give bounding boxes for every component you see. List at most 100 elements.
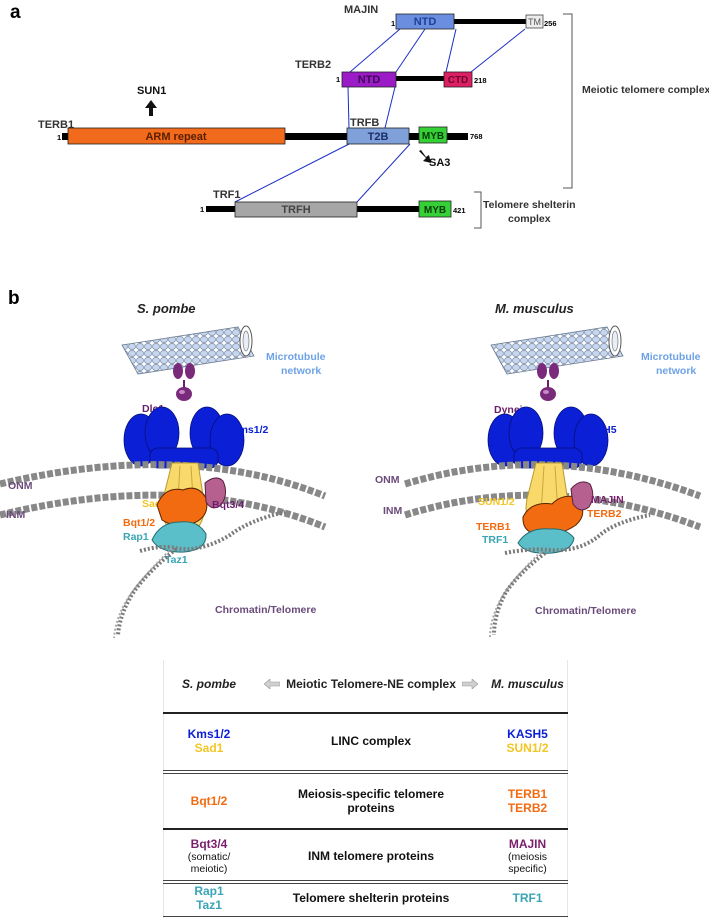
- kms-label: Kms1/2: [231, 424, 269, 436]
- down-arrow-icon: [419, 150, 431, 163]
- interaction-connectors: [234, 28, 526, 203]
- shelterin-bracket-label: Telomere shelterin complex: [483, 199, 579, 225]
- spombe-diagram: S. pombe Microtubule network Dlc1 Kms1/2: [0, 301, 328, 639]
- majin-label: MAJIN: [591, 494, 624, 506]
- table-divider: [163, 883, 568, 884]
- onm-right-label: ONM: [375, 474, 400, 486]
- taz1-label: Taz1: [165, 554, 188, 566]
- trf1-end: 421: [453, 206, 466, 215]
- terb2-start: 1: [336, 75, 340, 84]
- table-divider: [163, 712, 568, 714]
- row-meiosis-left: Bqt1/2: [163, 777, 255, 825]
- up-arrow-icon: [145, 100, 157, 116]
- row-linc-right: KASH5 SUN1/2: [487, 717, 568, 765]
- microtubule-right-label: Microtubule network: [641, 351, 703, 377]
- chromatin-left-label: Chromatin/Telomere: [215, 604, 316, 616]
- terb1-name: TERB1: [38, 119, 74, 131]
- meiotic-bracket: [563, 13, 573, 189]
- cell-majin-sub: (meiosis specific): [507, 851, 548, 875]
- chromatin-right: [489, 513, 651, 639]
- sa3-label: SA3: [429, 157, 450, 169]
- trf1-name: TRF1: [213, 189, 241, 201]
- table-divider: [163, 880, 568, 881]
- panel-a-label: a: [10, 2, 21, 23]
- bqt34-protein: [204, 477, 227, 509]
- onm-membrane-left: [0, 461, 327, 500]
- sun1-label: SUN1: [137, 85, 166, 97]
- kash5-protein: [487, 406, 609, 469]
- mmusculus-title: M. musculus: [495, 301, 574, 316]
- microtubule-left-label: Microtubule network: [266, 351, 328, 377]
- kash5-label: KASH5: [581, 424, 617, 436]
- terb1-myb-label: MYB: [422, 131, 444, 142]
- cell-trf1: TRF1: [512, 891, 543, 905]
- table-row: Kms1/2 Sad1 LINC complex KASH5 SUN1/2: [163, 717, 568, 765]
- terb2-end: 218: [474, 76, 487, 85]
- cell-bqt34-sub: (somatic/ meiotic): [187, 851, 231, 875]
- majin-end: 256: [544, 19, 557, 28]
- cell-terb1: TERB1: [507, 787, 548, 801]
- right-arrow-icon: [461, 679, 478, 689]
- terb1-end: 768: [470, 132, 483, 141]
- cell-bqt12: Bqt1/2: [190, 794, 228, 808]
- majin-start: 1: [391, 19, 395, 28]
- header-spombe: S. pombe: [181, 677, 236, 691]
- comparison-table: S. pombe Meiotic Telomere-NE complex M. …: [163, 660, 568, 918]
- majin-tm-label: TM: [528, 17, 541, 27]
- table-divider: [163, 770, 568, 771]
- onm-left-label: ONM: [8, 480, 33, 492]
- dlc1-motor: [173, 363, 195, 401]
- row-meiosis-right: TERB1 TERB2: [487, 777, 568, 825]
- spombe-title: S. pombe: [137, 301, 196, 316]
- row-meiosis-middle: Meiosis-specific telomere proteins: [297, 787, 445, 815]
- header-middle-label: Meiotic Telomere-NE complex: [286, 677, 456, 691]
- chromatin-left: [113, 510, 286, 639]
- cell-rap1: Rap1: [194, 884, 224, 898]
- terb1-myb-domain: [418, 126, 448, 144]
- row-inm-middle: INM telomere proteins: [307, 849, 435, 863]
- table-row: Rap1 Taz1 Telomere shelterin proteins TR…: [163, 878, 568, 918]
- row-linc-middle: LINC complex: [330, 734, 411, 748]
- row-inm-left: Bqt3/4 (somatic/ meiotic): [163, 832, 255, 880]
- figure-canvas: a MAJIN 1 NTD TM 256 TERB2 1 NTD CTD 218…: [0, 2, 709, 639]
- trf1-start: 1: [200, 205, 204, 214]
- shelterin-bracket: [474, 191, 482, 229]
- majin-ntd-domain: [395, 13, 455, 30]
- terb1-t2b-label: T2B: [368, 131, 389, 143]
- inm-membrane-left: [0, 491, 327, 531]
- inm-left-label: INM: [6, 509, 26, 521]
- trf1-trfh-domain: [234, 201, 358, 218]
- majin-ntd-label: NTD: [414, 16, 437, 28]
- cell-majin: MAJIN: [508, 837, 547, 851]
- trf1-myb-label: MYB: [424, 205, 446, 216]
- left-arrow-icon: [264, 679, 281, 689]
- table-frame: [163, 660, 568, 918]
- table-header: S. pombe Meiotic Telomere-NE complex M. …: [163, 660, 568, 708]
- sun12-label: SUN1/2: [478, 496, 515, 508]
- terb1-t2b-domain: [346, 127, 410, 145]
- terb2-name: TERB2: [295, 59, 331, 71]
- meiotic-bracket-label: Meiotic telomere complex: [582, 84, 709, 96]
- header-middle: Meiotic Telomere-NE complex: [255, 660, 487, 708]
- inm-right-label: INM: [383, 505, 403, 517]
- cell-kash5: KASH5: [507, 727, 548, 741]
- header-mmusculus: M. musculus: [491, 677, 564, 691]
- terb1-start: 1: [57, 133, 61, 142]
- terb2-backbone: [342, 76, 472, 81]
- row-linc-left: Kms1/2 Sad1: [163, 717, 255, 765]
- row-inm-right: MAJIN (meiosis specific): [487, 832, 568, 880]
- rap1-label: Rap1: [123, 531, 149, 543]
- bqt12-label: Bqt1/2: [123, 517, 155, 529]
- trf1-myb-domain: [418, 200, 452, 218]
- mmusculus-diagram: M. musculus Microtubule network Dynein K…: [375, 301, 703, 639]
- terb1-trfb-label: TRFB: [350, 117, 379, 129]
- cell-terb2: TERB2: [507, 801, 548, 815]
- bqt34-label: Bqt3/4: [212, 499, 244, 511]
- row-shelterin-left: Rap1 Taz1: [163, 878, 255, 918]
- terb1-domain-track: TERB1 TRFB 1 ARM repeat T2B MYB 768 SA3: [38, 117, 483, 169]
- terb1-arm-domain: [67, 127, 286, 145]
- terb2-label: TERB2: [587, 508, 622, 520]
- chromatin-right-label: Chromatin/Telomere: [535, 605, 636, 617]
- microtubule-right: [490, 325, 624, 375]
- panel-b-label: b: [8, 288, 20, 309]
